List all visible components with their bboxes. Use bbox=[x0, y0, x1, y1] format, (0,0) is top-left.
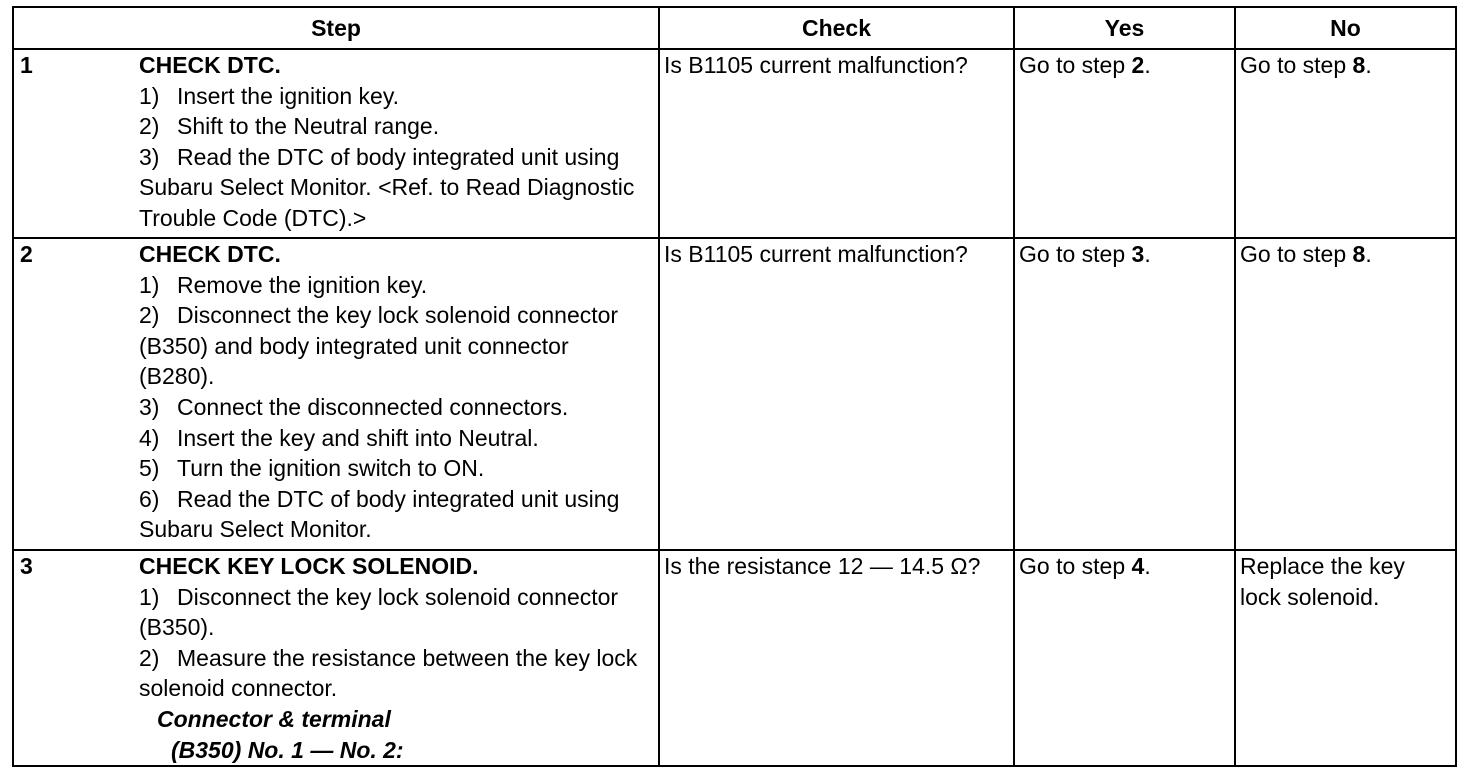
yes-step-link[interactable]: 4 bbox=[1131, 553, 1145, 579]
check-cell: Is B1105 current malfunction? bbox=[658, 237, 1015, 551]
check-cell: Is the resistance 12 — 14.5 Ω? bbox=[658, 548, 1015, 768]
instruction-number: 3) bbox=[139, 143, 160, 170]
instruction: 4) Insert the key and shift into Neutral. bbox=[139, 423, 650, 454]
no-step-link[interactable]: 8 bbox=[1352, 241, 1366, 267]
instruction-number: 2) bbox=[139, 113, 160, 140]
no-step-link[interactable]: 8 bbox=[1352, 52, 1366, 78]
check-cell: Is B1105 current malfunction? bbox=[658, 48, 1015, 239]
table-row: 2 CHECK DTC. 1)Remove the ignition key. … bbox=[12, 237, 1457, 551]
instruction-text: Connect the disconnected connectors. bbox=[177, 393, 569, 420]
instruction-number: 4) bbox=[139, 424, 160, 451]
instruction: 6)Read the DTC of body integrated unit u… bbox=[139, 484, 650, 545]
step-cell: 2 CHECK DTC. 1)Remove the ignition key. … bbox=[12, 237, 660, 551]
diagnostic-table: Step Check Yes No 1 CHECK DTC. 1) Insert … bbox=[12, 6, 1457, 768]
no-cell: Go to step 8. bbox=[1234, 48, 1457, 239]
instruction-text: Measure the resistance between the key l… bbox=[139, 644, 638, 702]
header-check: Check bbox=[658, 6, 1015, 50]
yes-cell: Go to step 4. bbox=[1013, 548, 1236, 768]
no-cell: Replace the key lock solenoid. bbox=[1234, 548, 1457, 768]
spec-value: (B350) No. 1 — No. 2: bbox=[171, 736, 404, 763]
yes-prefix: Go to step bbox=[1019, 52, 1132, 78]
yes-suffix: . bbox=[1144, 241, 1151, 267]
table-row: 1 CHECK DTC. 1)Insert the ignition key. … bbox=[12, 48, 1457, 239]
spec-label: Connector & terminal bbox=[157, 705, 391, 732]
yes-step-link[interactable]: 3 bbox=[1131, 241, 1145, 267]
instruction-number: 1) bbox=[139, 82, 160, 109]
step-cell: 3 CHECK KEY LOCK SOLENOID. 1)Disconnect … bbox=[12, 548, 660, 768]
yes-suffix: . bbox=[1144, 553, 1151, 579]
table-header-row: Step Check Yes No bbox=[12, 6, 1457, 50]
step-number: 2 bbox=[20, 241, 33, 267]
no-prefix: Go to step bbox=[1240, 52, 1353, 78]
header-step: Step bbox=[12, 6, 660, 50]
instruction-number: 2) bbox=[139, 302, 160, 329]
step-title: CHECK DTC. bbox=[139, 241, 281, 267]
step-cell: 1 CHECK DTC. 1)Insert the ignition key. … bbox=[12, 48, 660, 239]
instruction: 2) Shift to the Neutral range. bbox=[139, 111, 650, 142]
yes-cell: Go to step 2. bbox=[1013, 48, 1236, 239]
header-no: No bbox=[1234, 6, 1457, 50]
yes-suffix: . bbox=[1144, 52, 1151, 78]
table-row: 3 CHECK KEY LOCK SOLENOID. 1)Disconnect … bbox=[12, 548, 1457, 768]
step-number: 1 bbox=[20, 52, 33, 78]
yes-step-link[interactable]: 2 bbox=[1131, 52, 1145, 78]
instruction: 2)Measure the resistance between the key… bbox=[139, 643, 650, 704]
no-prefix: Go to step bbox=[1240, 241, 1353, 267]
step-title: CHECK KEY LOCK SOLENOID. bbox=[139, 553, 479, 579]
instruction-text: Read the DTC of body integrated unit usi… bbox=[139, 485, 620, 543]
instruction: 5) Turn the ignition switch to ON. bbox=[139, 453, 650, 484]
instruction: 3) Connect the disconnected connectors. bbox=[139, 392, 650, 423]
instruction: 1) Remove the ignition key. bbox=[139, 270, 650, 301]
step-title: CHECK DTC. bbox=[139, 52, 281, 78]
instruction: 3)Read the DTC of body integrated unit u… bbox=[139, 142, 650, 234]
no-cell: Go to step 8. bbox=[1234, 237, 1457, 551]
instruction: 1) Insert the ignition key. bbox=[139, 81, 650, 112]
header-yes: Yes bbox=[1013, 6, 1236, 50]
instruction-text: Read the DTC of body integrated unit usi… bbox=[139, 143, 635, 231]
instruction-text: Disconnect the key lock solenoid connect… bbox=[139, 583, 619, 641]
instruction-text: Turn the ignition switch to ON. bbox=[177, 455, 485, 482]
yes-prefix: Go to step bbox=[1019, 241, 1132, 267]
no-suffix: . bbox=[1365, 52, 1372, 78]
instruction-text: Disconnect the key lock solenoid connect… bbox=[139, 302, 619, 390]
instruction-number: 3) bbox=[139, 393, 160, 420]
instruction-number: 5) bbox=[139, 455, 160, 482]
yes-cell: Go to step 3. bbox=[1013, 237, 1236, 551]
instruction-text: Insert the key and shift into Neutral. bbox=[177, 424, 539, 451]
yes-prefix: Go to step bbox=[1019, 553, 1132, 579]
step-number: 3 bbox=[20, 553, 33, 579]
instruction: 2)Disconnect the key lock solenoid conne… bbox=[139, 300, 650, 392]
no-suffix: . bbox=[1365, 241, 1372, 267]
instruction: 1)Disconnect the key lock solenoid conne… bbox=[139, 582, 650, 643]
instruction-text: Insert the ignition key. bbox=[177, 82, 400, 109]
instruction-number: 2) bbox=[139, 644, 160, 671]
instruction-text: Remove the ignition key. bbox=[177, 271, 428, 298]
instruction-number: 6) bbox=[139, 485, 160, 512]
instruction-number: 1) bbox=[139, 271, 160, 298]
instruction-text: Shift to the Neutral range. bbox=[177, 113, 440, 140]
instruction-number: 1) bbox=[139, 583, 160, 610]
